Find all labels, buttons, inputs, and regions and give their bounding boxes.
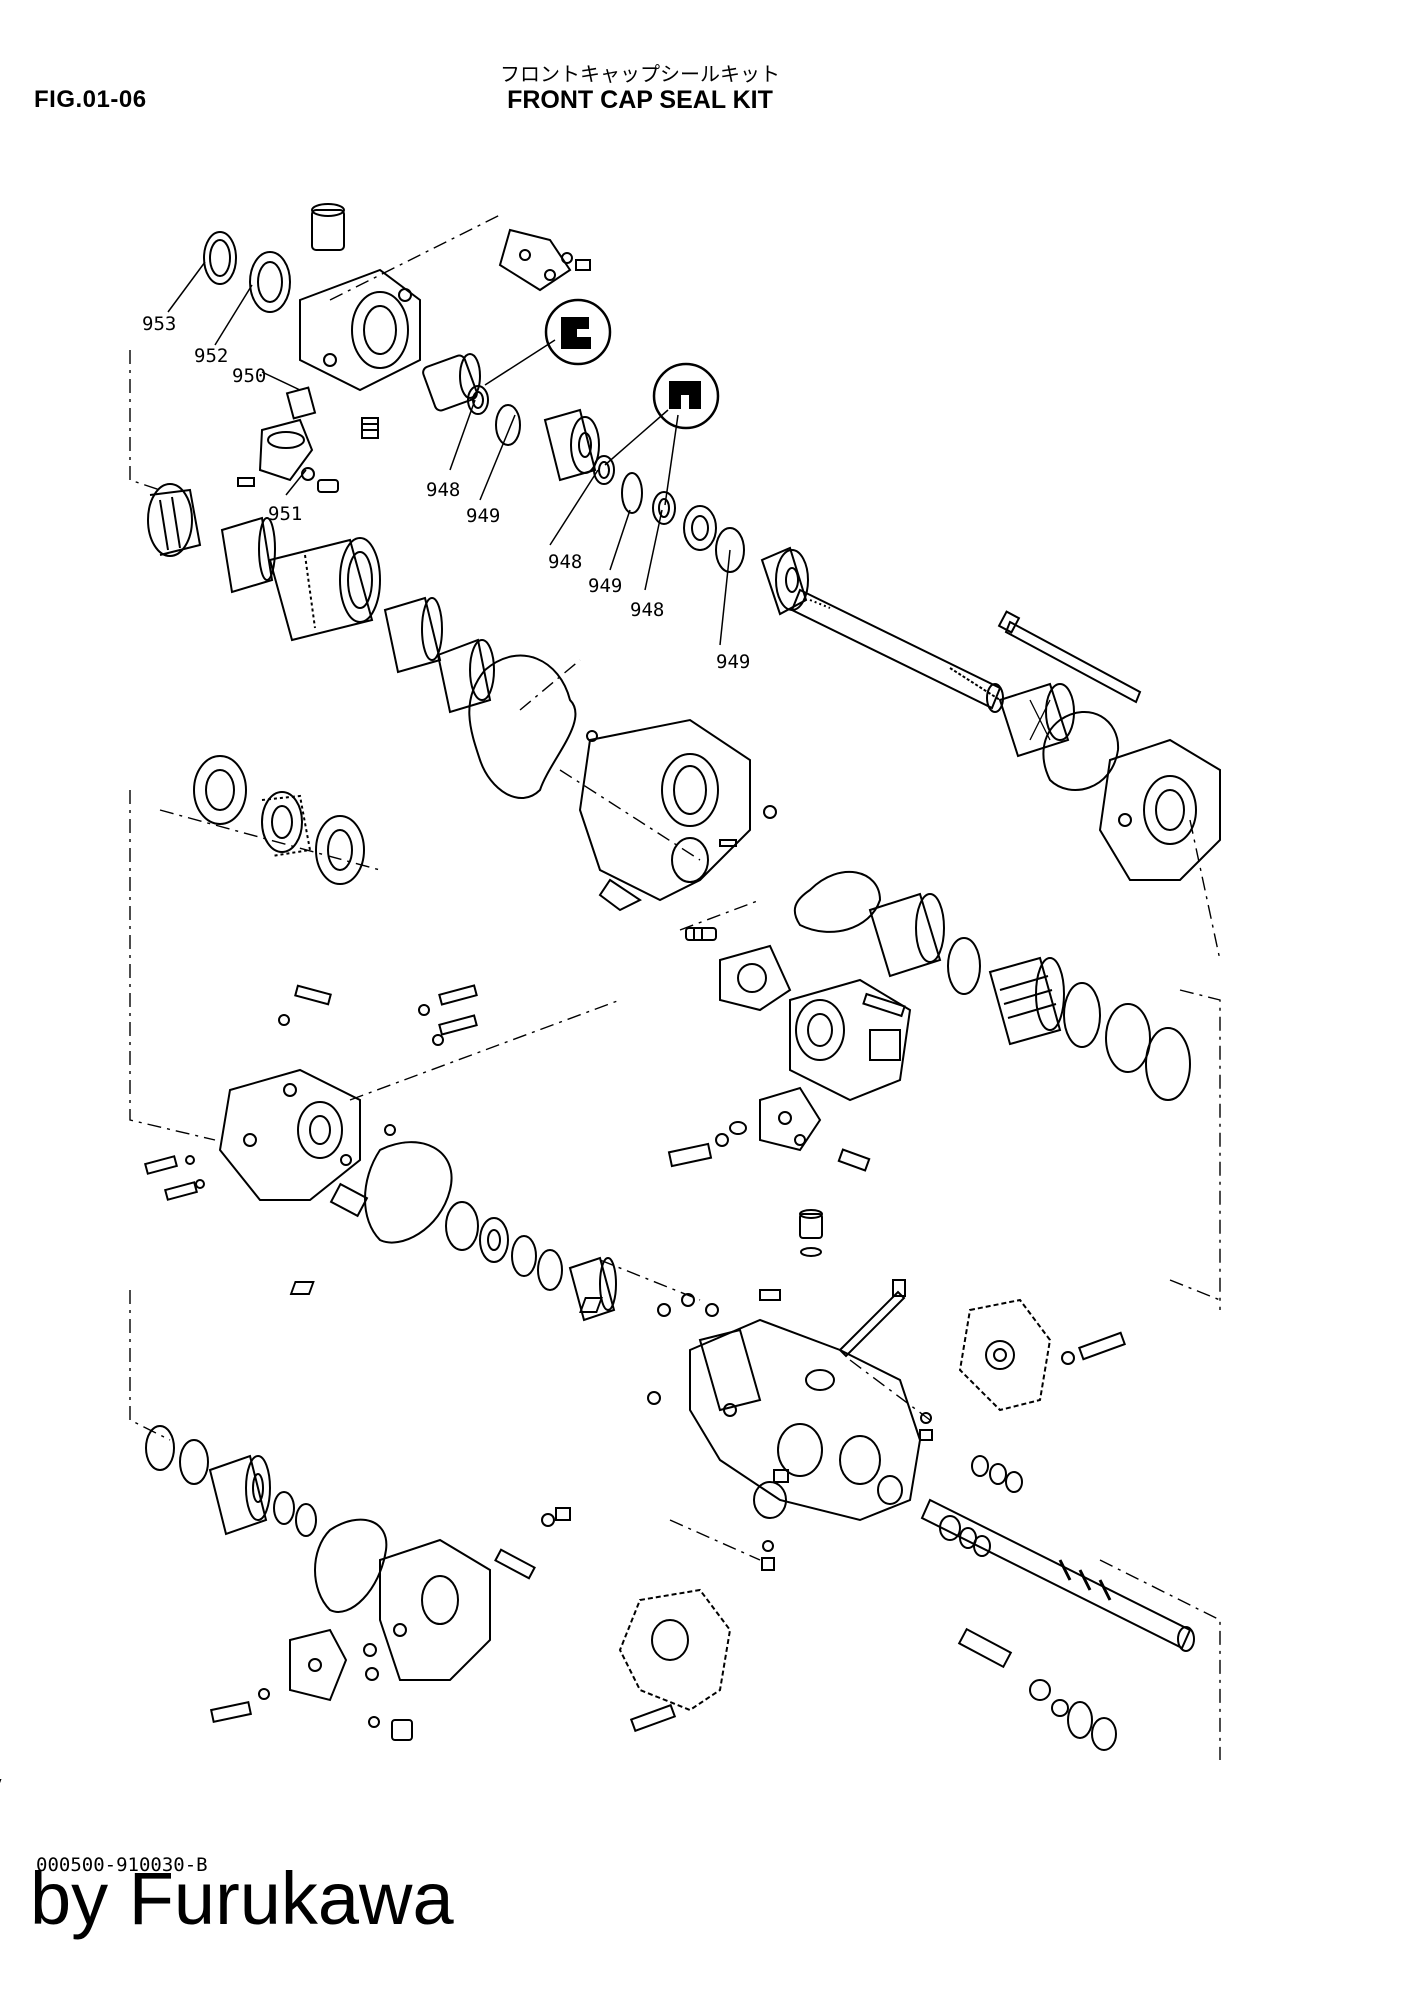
sleeve-bottom-left bbox=[208, 1454, 271, 1536]
control-valve-body bbox=[689, 1318, 922, 1522]
gasket-bottom-left bbox=[314, 1518, 388, 1613]
plug-950 bbox=[285, 386, 317, 420]
o-ring-mid-4 bbox=[1145, 1027, 1191, 1101]
spool-cartridge bbox=[543, 408, 600, 482]
bushing-sleeve bbox=[422, 353, 481, 412]
splined-shaft bbox=[790, 588, 1004, 713]
block-valve bbox=[759, 1086, 822, 1152]
bolt-lower-cover bbox=[629, 1703, 677, 1733]
relief-valve bbox=[957, 1627, 1069, 1717]
plate-tags bbox=[0, 1281, 603, 1795]
lower-cover bbox=[618, 1588, 732, 1712]
bolt-top bbox=[561, 252, 591, 271]
front-cap-housing bbox=[299, 268, 421, 392]
seal-952 bbox=[249, 251, 291, 313]
o-ring-949-b bbox=[621, 472, 643, 514]
fitting-pump bbox=[837, 1148, 871, 1172]
gasket-mid bbox=[793, 871, 882, 933]
seal-948-c bbox=[652, 491, 676, 525]
ball-bearing-left bbox=[193, 755, 247, 825]
fitting-mid bbox=[685, 927, 717, 941]
inner-sleeve bbox=[220, 516, 276, 594]
plugs-right bbox=[939, 1455, 1023, 1557]
figure-id: FIG.01-06 bbox=[34, 86, 147, 113]
callout-953: 953 bbox=[142, 313, 176, 335]
o-ring-mid-1 bbox=[947, 937, 981, 995]
callout-949-a: 949 bbox=[466, 505, 500, 527]
o-ring-949-a bbox=[495, 404, 521, 446]
gear-pump-body bbox=[789, 978, 912, 1102]
valve-plug-top bbox=[799, 1209, 823, 1257]
thrust-washer bbox=[683, 505, 717, 551]
bushing-left bbox=[568, 1256, 617, 1322]
callout-949-c: 949 bbox=[716, 651, 750, 673]
ball-bearing-right bbox=[315, 815, 365, 885]
rear-flange bbox=[1098, 738, 1221, 881]
needle-bearing bbox=[147, 483, 202, 557]
block-bottom-left bbox=[289, 1628, 348, 1702]
document-number: 000500-910030-B bbox=[36, 1854, 208, 1876]
seal-profile-bubble-1 bbox=[544, 298, 612, 366]
title-english: FRONT CAP SEAL KIT bbox=[507, 86, 773, 114]
bolt-end-cover bbox=[1061, 1331, 1127, 1365]
callout-948-b: 948 bbox=[548, 551, 582, 573]
small-parts-valve bbox=[647, 1289, 933, 1571]
rings-bottom-left bbox=[145, 1425, 209, 1485]
screw-plug bbox=[361, 417, 379, 439]
cross-sleeve bbox=[998, 682, 1075, 758]
callout-951: 951 bbox=[268, 503, 302, 525]
main-housing-upper bbox=[578, 718, 777, 912]
gasket-large bbox=[468, 654, 577, 800]
bolts-bottom-left bbox=[209, 1507, 571, 1741]
bolt-pump bbox=[862, 992, 906, 1018]
valve-body-bottom-left bbox=[379, 1538, 491, 1681]
tie-rod bbox=[997, 610, 1142, 704]
gasket-left bbox=[364, 1141, 453, 1244]
o-ring-949-c bbox=[715, 527, 745, 573]
o-ring-mid-3 bbox=[1105, 1003, 1151, 1073]
valve-cover bbox=[218, 1068, 361, 1201]
bushing-top bbox=[311, 203, 345, 251]
gasket-small-right bbox=[1042, 710, 1120, 791]
o-ring-mid-2 bbox=[1063, 982, 1101, 1048]
title-japanese: フロントキャップシールキット bbox=[500, 62, 780, 86]
seal-profile-bubble-2 bbox=[652, 362, 720, 430]
retainer-cup bbox=[436, 638, 495, 714]
callout-948-c: 948 bbox=[630, 599, 664, 621]
gear-spline bbox=[261, 791, 312, 857]
seal-948-a bbox=[467, 385, 489, 415]
watermark-text: by Furukawa bbox=[30, 1857, 454, 1940]
race-sleeve bbox=[383, 596, 443, 674]
sensor-fitting bbox=[329, 1182, 369, 1218]
bearing-ring-953 bbox=[203, 231, 237, 285]
banjo-bolt bbox=[667, 1121, 747, 1168]
callout-948-a: 948 bbox=[426, 479, 460, 501]
adjust-screw bbox=[838, 1279, 906, 1358]
end-cover-right bbox=[958, 1298, 1052, 1412]
sleeve-long bbox=[868, 892, 945, 978]
cover-plate-top bbox=[498, 228, 572, 292]
callout-950: 950 bbox=[232, 365, 266, 387]
leader-lines bbox=[167, 261, 731, 646]
seal-948-b bbox=[593, 455, 615, 485]
spool-shaft bbox=[920, 1498, 1195, 1652]
rings-bottom-left-2 bbox=[273, 1491, 317, 1537]
flange-plate bbox=[719, 944, 792, 1012]
rings-left-row bbox=[445, 1201, 563, 1291]
callout-952: 952 bbox=[194, 345, 228, 367]
gear-drum bbox=[268, 537, 381, 642]
valve-block-951 bbox=[237, 418, 339, 493]
bolts-left bbox=[143, 984, 478, 1201]
o-rings-bottom-right bbox=[1067, 1701, 1117, 1751]
callout-labels: 953 952 950 951 948 949 948 949 948 949 bbox=[142, 313, 750, 673]
piston-sleeve bbox=[988, 956, 1065, 1046]
cam-collar bbox=[760, 546, 809, 616]
callout-949-b: 949 bbox=[588, 575, 622, 597]
